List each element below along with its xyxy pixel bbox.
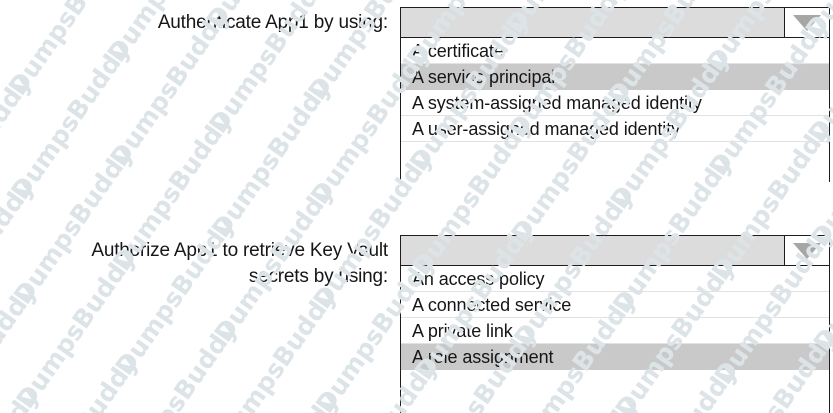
prompt-label-authorize: Authorize App1 to retrieve Key Vault sec…	[0, 238, 388, 290]
chevron-down-icon	[793, 14, 821, 31]
dropdown-authenticate[interactable]	[400, 7, 830, 38]
option-item[interactable]: A system-assigned managed identity	[401, 90, 829, 116]
dropdown-authenticate-options[interactable]: A certificate A service principal A syst…	[400, 38, 830, 285]
question-row-authenticate: Authenticate App1 by using: A certificat…	[0, 0, 833, 285]
prompt-label-authenticate: Authenticate App1 by using:	[157, 12, 388, 33]
option-item[interactable]: A user-assigned managed identity	[401, 116, 829, 142]
option-item[interactable]: A service principal	[401, 64, 829, 90]
dropdown-authorize-value[interactable]	[401, 236, 784, 265]
dropdown-authenticate-toggle[interactable]	[784, 8, 829, 37]
prompt-label-authorize-line1: Authorize App1 to retrieve Key Vault	[91, 240, 388, 261]
prompt-label-authorize-line2: secrets by using:	[248, 266, 388, 287]
dropdown-authorize[interactable]	[400, 235, 830, 266]
option-item[interactable]: A private link	[401, 318, 829, 344]
dropdown-authenticate-value[interactable]	[401, 8, 784, 37]
question-row-authorize: Authorize App1 to retrieve Key Vault sec…	[0, 225, 833, 413]
dropdown-authorize-options[interactable]: An access policy A connected service A p…	[400, 266, 830, 413]
option-item[interactable]: A certificate	[401, 38, 829, 64]
option-item[interactable]: A role assignment	[401, 344, 829, 370]
option-item[interactable]: A connected service	[401, 292, 829, 318]
chevron-down-icon	[793, 242, 821, 259]
dropdown-authorize-toggle[interactable]	[784, 236, 829, 265]
listbox-empty-space	[401, 370, 829, 413]
option-item[interactable]: An access policy	[401, 266, 829, 292]
